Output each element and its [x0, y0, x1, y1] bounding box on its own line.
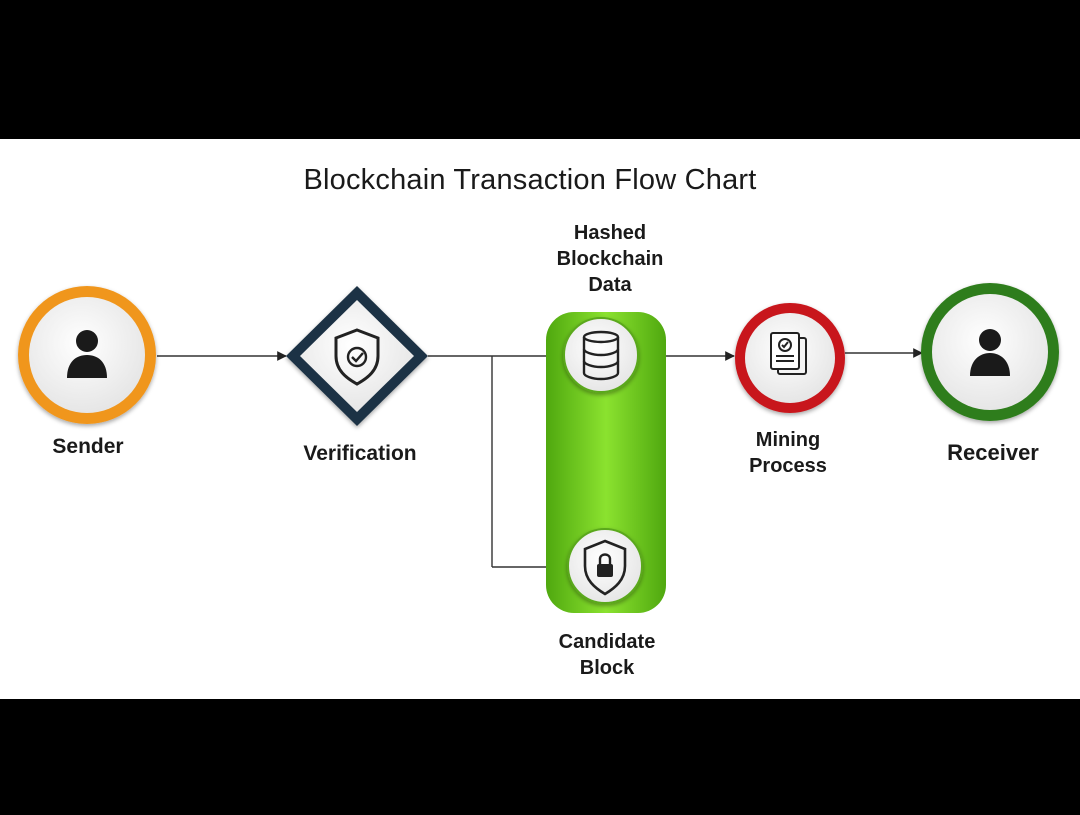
document-check-icon — [770, 332, 807, 375]
block-pill — [546, 312, 666, 613]
hashed-data-label: Hashed Blockchain Data — [556, 222, 664, 296]
top-letterbox — [0, 0, 1080, 139]
bottom-letterbox — [0, 699, 1080, 815]
verification-label: Verification — [303, 442, 417, 465]
database-icon — [582, 330, 620, 381]
user-icon — [970, 329, 1010, 376]
shield-check-icon — [334, 328, 380, 386]
chart-title: Blockchain Transaction Flow Chart — [303, 164, 757, 196]
user-icon — [67, 330, 107, 378]
candidate-block-label: Candidate Block — [558, 631, 656, 679]
receiver-label: Receiver — [947, 440, 1039, 465]
sender-label: Sender — [52, 435, 124, 458]
connector-verification-branch — [428, 351, 565, 572]
shield-lock-icon — [583, 539, 627, 596]
verification-node — [286, 286, 428, 426]
mining-process-label: Mining Process — [749, 429, 827, 477]
receiver-node — [921, 283, 1059, 421]
diagram-canvas — [0, 139, 1080, 699]
